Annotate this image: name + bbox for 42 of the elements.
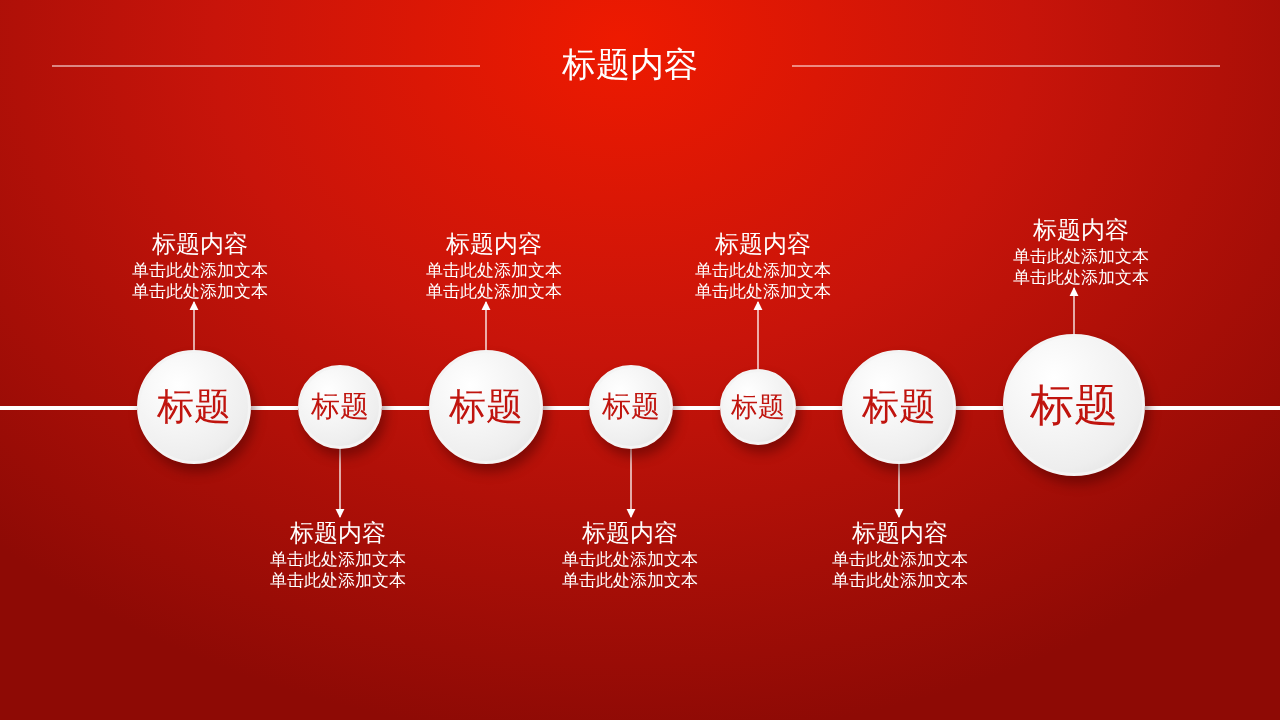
arrow	[894, 463, 904, 518]
body-text: 单击此处添加文本	[131, 260, 269, 281]
heading: 标题内容	[445, 229, 543, 260]
body-text: 单击此处添加文本	[269, 549, 407, 570]
heading: 标题内容	[151, 229, 249, 260]
circle-node: 标题	[842, 350, 956, 464]
body-text: 单击此处添加文本	[425, 260, 563, 281]
heading: 标题内容	[289, 518, 387, 549]
arrow	[753, 301, 763, 370]
body-text: 单击此处添加文本	[561, 549, 699, 570]
circle-node: 标题	[1003, 334, 1145, 476]
body-text: 单击此处添加文本	[269, 570, 407, 591]
body-text: 单击此处添加文本	[561, 570, 699, 591]
arrow	[1069, 287, 1079, 335]
heading: 标题内容	[1032, 215, 1130, 246]
body-text: 单击此处添加文本	[425, 281, 563, 302]
circle-node: 标题	[589, 365, 673, 449]
arrow	[481, 301, 491, 351]
body-text: 单击此处添加文本	[831, 549, 969, 570]
circle-node: 标题	[298, 365, 382, 449]
heading: 标题内容	[851, 518, 949, 549]
arrow	[335, 448, 345, 518]
heading: 标题内容	[714, 229, 812, 260]
body-text: 单击此处添加文本	[131, 281, 269, 302]
circle-node: 标题	[429, 350, 543, 464]
body-text: 单击此处添加文本	[694, 281, 832, 302]
arrow	[626, 448, 636, 518]
body-text: 单击此处添加文本	[694, 260, 832, 281]
body-text: 单击此处添加文本	[1012, 267, 1150, 288]
body-text: 单击此处添加文本	[1012, 246, 1150, 267]
timeline-line	[956, 406, 1003, 410]
timeline-line	[382, 406, 429, 410]
title: 标题内容	[561, 43, 699, 86]
arrow	[189, 301, 199, 351]
body-text: 单击此处添加文本	[831, 570, 969, 591]
timeline-line	[543, 406, 589, 410]
timeline-line	[796, 406, 842, 410]
heading: 标题内容	[581, 518, 679, 549]
timeline-line	[673, 406, 720, 410]
timeline-line	[251, 406, 298, 410]
circle-node: 标题	[720, 369, 796, 445]
circle-node: 标题	[137, 350, 251, 464]
